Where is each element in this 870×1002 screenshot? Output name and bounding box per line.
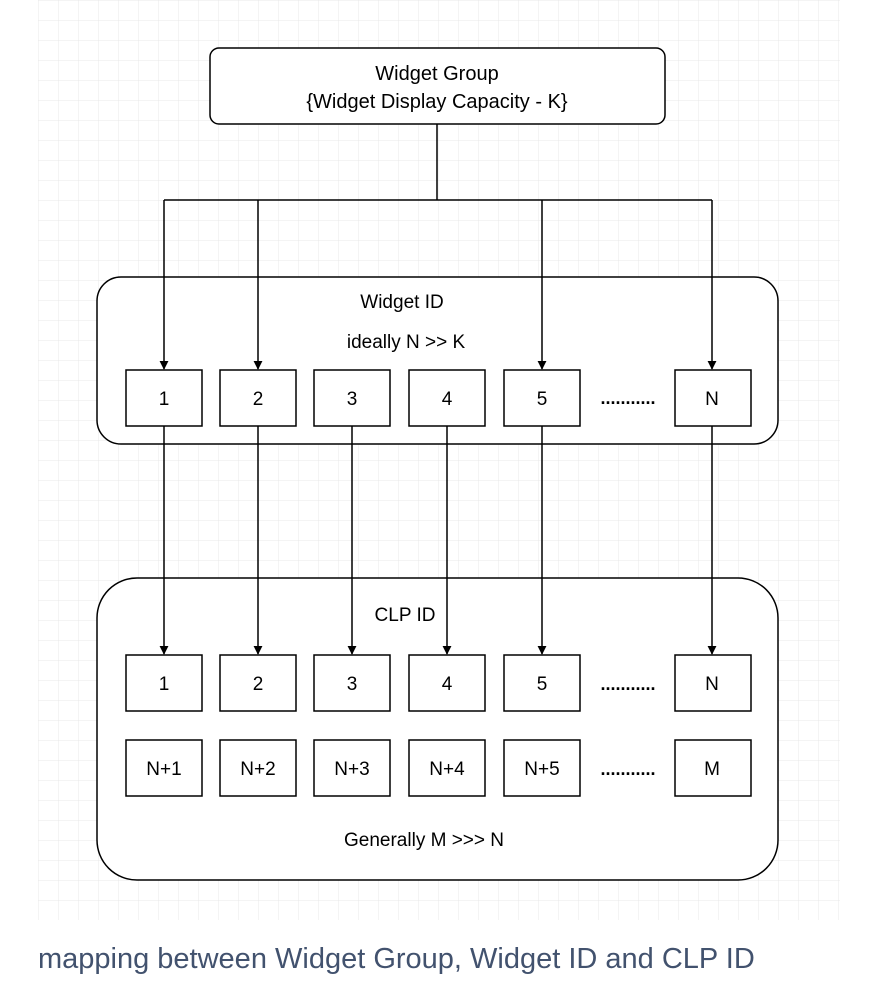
widget-group-capacity-label: {Widget Display Capacity - K} <box>306 91 568 113</box>
clp-id-box-label: 3 <box>347 674 358 695</box>
widget-id-box-rect <box>503 369 581 427</box>
widget-id-box-2: 2 <box>219 369 297 427</box>
clp-id-overflow-box-label: N+3 <box>334 759 369 780</box>
widget-id-box-1: 1 <box>125 369 203 427</box>
clp-id-box-label: 5 <box>537 674 548 695</box>
clp-id-overflow-box-label: M <box>704 759 720 780</box>
clp-id-box-6: N <box>674 654 752 712</box>
mapping-diagram: Widget Group {Widget Display Capacity - … <box>38 0 840 920</box>
clp-id-overflow-box-label: N+1 <box>146 759 181 780</box>
clp-id-overflow-box-rect <box>313 739 391 797</box>
clp-id-box-1: 1 <box>125 654 203 712</box>
clp-row2-ellipsis: ........... <box>600 759 655 779</box>
widget-id-box-rect <box>125 369 203 427</box>
clp-id-overflow-box-label: N+5 <box>524 759 559 780</box>
widget-group-label: Widget Group <box>375 63 498 85</box>
clp-id-overflow-box-4: N+4 <box>408 739 486 797</box>
widget-id-box-label: N <box>705 389 719 410</box>
clp-id-overflow-box-label: N+4 <box>429 759 465 780</box>
clp-id-box-5: 5 <box>503 654 581 712</box>
widget-id-box-rect <box>674 369 752 427</box>
clp-id-title: CLP ID <box>375 605 436 626</box>
widget-id-box-rect <box>313 369 391 427</box>
widget-id-box-rect <box>408 369 486 427</box>
clp-id-overflow-box-5: N+5 <box>503 739 581 797</box>
widget-id-ellipsis: ........... <box>600 388 655 408</box>
widget-id-box-5: 5 <box>503 369 581 427</box>
clp-id-overflow-box-2: N+2 <box>219 739 297 797</box>
widget-id-box-rect <box>219 369 297 427</box>
clp-id-box-rect <box>674 654 752 712</box>
clp-id-box-rect <box>219 654 297 712</box>
diagram-caption: mapping between Widget Group, Widget ID … <box>38 943 755 975</box>
widget-id-box-label: 1 <box>159 389 170 410</box>
widget-id-subtitle: ideally N >> K <box>347 332 466 353</box>
arrows-layer <box>159 200 717 655</box>
widget-id-box-6: N <box>674 369 752 427</box>
clp-row1-ellipsis: ........... <box>600 674 655 694</box>
clp-id-container <box>96 577 779 881</box>
widget-id-box-label: 5 <box>537 389 548 410</box>
clp-id-box-label: 1 <box>159 674 170 695</box>
widget-id-title: Widget ID <box>360 292 443 313</box>
clp-id-box-rect <box>503 654 581 712</box>
clp-id-overflow-box-1: N+1 <box>125 739 203 797</box>
clp-id-box-label: N <box>705 674 719 695</box>
clp-id-box-rect <box>125 654 203 712</box>
widget-id-box-label: 2 <box>253 389 264 410</box>
clp-id-overflow-box-rect <box>503 739 581 797</box>
clp-id-box-3: 3 <box>313 654 391 712</box>
clp-id-box-2: 2 <box>219 654 297 712</box>
clp-id-overflow-box-label: N+2 <box>240 759 275 780</box>
widget-id-box-3: 3 <box>313 369 391 427</box>
clp-id-box-label: 4 <box>442 674 453 695</box>
clp-id-overflow-box-3: N+3 <box>313 739 391 797</box>
clp-id-footer: Generally M >>> N <box>344 830 504 851</box>
widget-id-box-label: 4 <box>442 389 453 410</box>
clp-id-overflow-box-rect <box>219 739 297 797</box>
widget-id-box-4: 4 <box>408 369 486 427</box>
widget-id-box-label: 3 <box>347 389 358 410</box>
clp-id-overflow-box-6: M <box>674 739 752 797</box>
clp-id-overflow-box-rect <box>408 739 486 797</box>
clp-id-box-rect <box>408 654 486 712</box>
clp-id-box-4: 4 <box>408 654 486 712</box>
clp-id-box-rect <box>313 654 391 712</box>
clp-id-overflow-box-rect <box>674 739 752 797</box>
clp-id-overflow-box-rect <box>125 739 203 797</box>
clp-id-box-label: 2 <box>253 674 264 695</box>
